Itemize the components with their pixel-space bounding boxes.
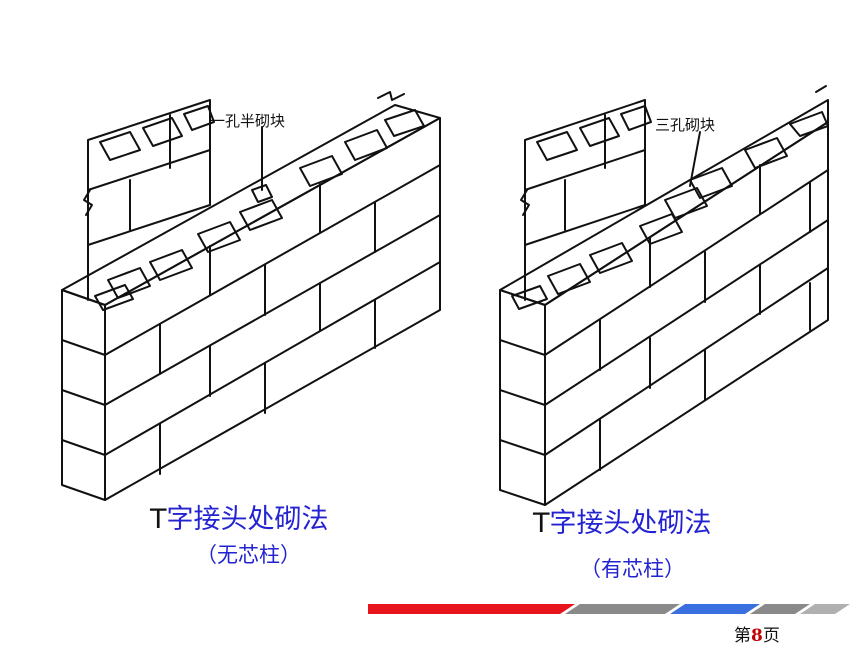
- left-title-text: 字接头处砌法: [166, 504, 329, 535]
- page-number-value: 8: [751, 626, 763, 646]
- right-title-text: 字接头处砌法: [549, 508, 712, 539]
- left-callout-label: 一孔半砌块: [210, 112, 286, 130]
- right-wall-illustration: [499, 85, 829, 506]
- right-figure-title: T字接头处砌法: [533, 501, 712, 540]
- left-wall-illustration: [61, 91, 441, 501]
- left-figure-subtitle: （无芯柱）: [196, 543, 301, 567]
- right-title-prefix: T: [533, 508, 550, 539]
- page-suffix: 页: [762, 626, 780, 646]
- left-figure-title: T字接头处砌法: [150, 497, 329, 536]
- right-callout-label: 三孔砌块: [655, 116, 716, 134]
- left-title-prefix: T: [150, 504, 167, 535]
- page-prefix: 第: [734, 626, 751, 646]
- page-number: 第8页: [734, 621, 780, 646]
- right-figure-subtitle: （有芯柱）: [580, 557, 685, 581]
- footer-stripe: [368, 604, 850, 614]
